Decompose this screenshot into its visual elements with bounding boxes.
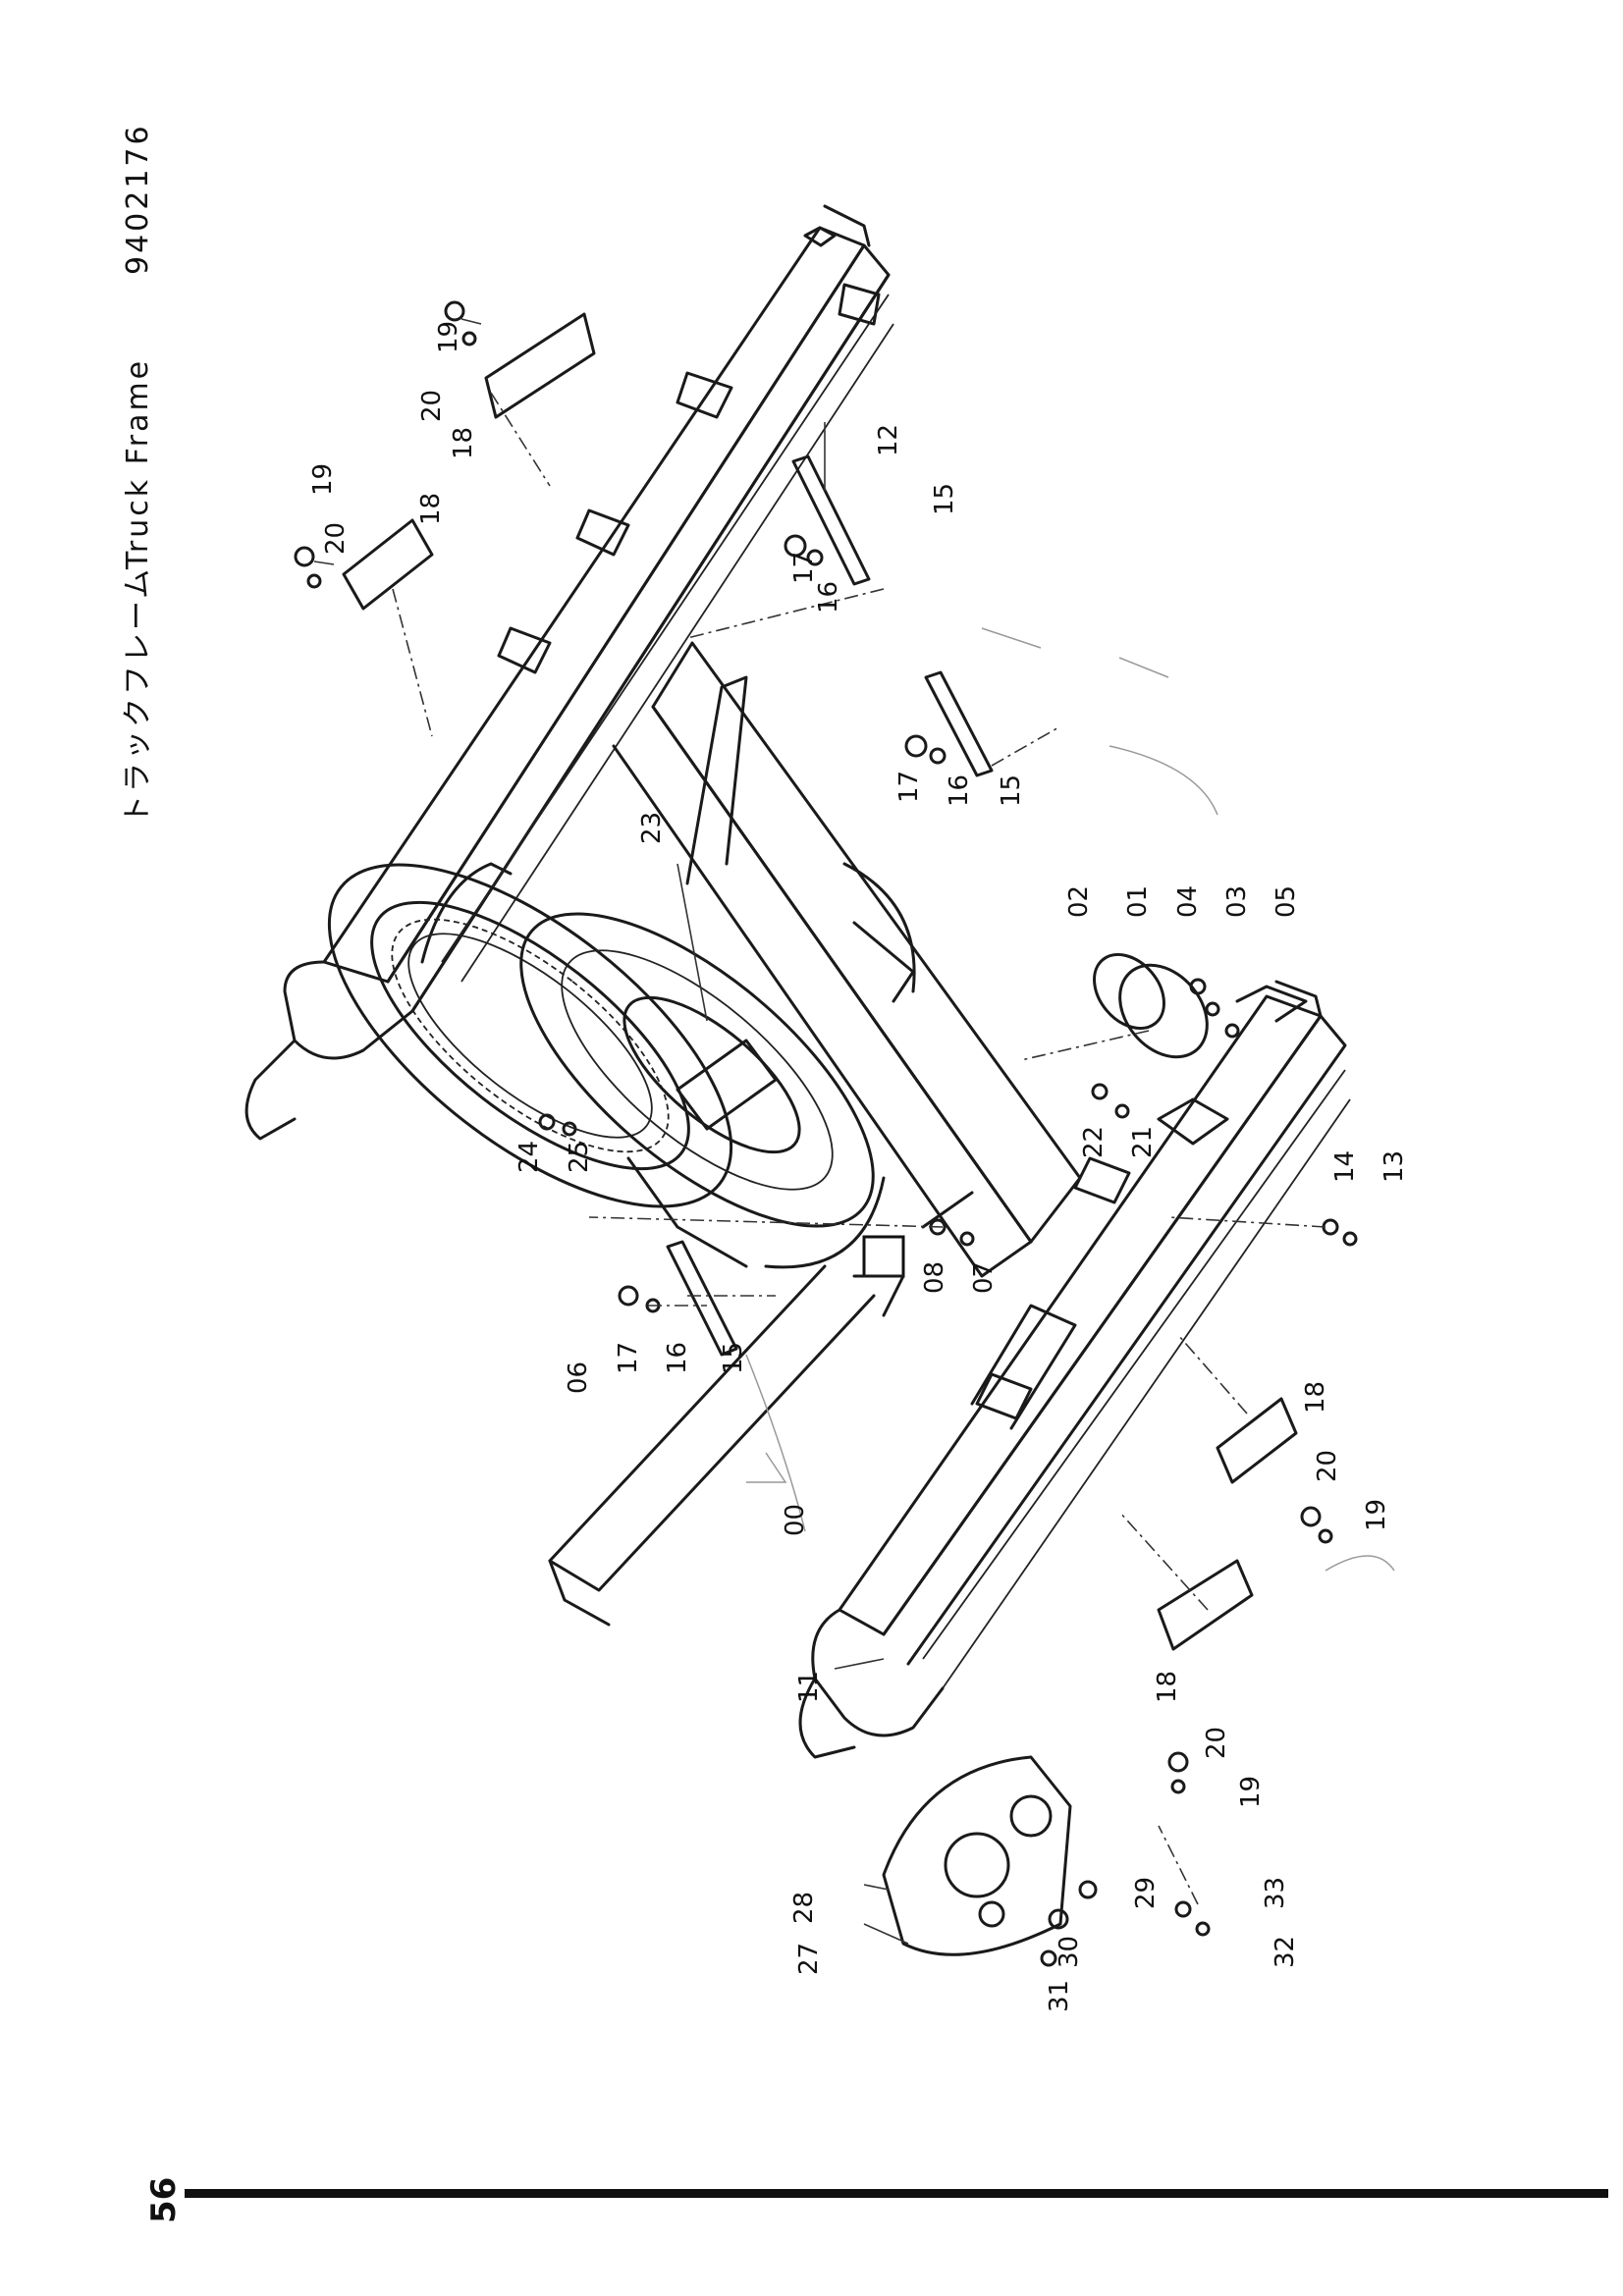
turntable-drum: [519, 862, 916, 1317]
callout-08: 08: [920, 1261, 949, 1294]
callout-16: 16: [945, 774, 974, 807]
callout-19: 19: [434, 321, 463, 353]
callout-20: 20: [417, 390, 447, 422]
callout-18: 18: [449, 427, 478, 459]
callout-16: 16: [663, 1342, 692, 1374]
callout-20: 20: [321, 522, 351, 555]
callout-31: 31: [1045, 1980, 1074, 2012]
callout-02: 02: [1064, 885, 1094, 918]
callout-12: 12: [874, 424, 903, 456]
callout-00: 00: [781, 1504, 810, 1536]
header: トラックフレーム Truck Frame 9402176: [121, 123, 155, 825]
callout-19: 19: [1236, 1776, 1266, 1808]
callout-24: 24: [514, 1141, 544, 1173]
part-code: 9402176: [121, 123, 155, 275]
callout-17: 17: [894, 771, 924, 803]
callout-14: 14: [1330, 1150, 1360, 1183]
title-english: Truck Frame: [121, 358, 155, 570]
callout-21: 21: [1128, 1126, 1158, 1158]
callout-06: 06: [564, 1362, 593, 1394]
callout-29: 29: [1131, 1877, 1161, 1909]
fasteners: [294, 300, 1358, 1967]
callout-17: 17: [789, 552, 819, 584]
callout-11: 11: [794, 1671, 824, 1703]
cover-plates: [342, 312, 1298, 1651]
leader-lines: [313, 318, 1326, 1945]
callout-22: 22: [1079, 1126, 1109, 1158]
callout-19: 19: [1362, 1499, 1391, 1531]
callout-16: 16: [814, 581, 843, 614]
shim-plates: [666, 454, 994, 1357]
pencil-annotations: [745, 627, 1395, 1572]
callout-15: 15: [997, 774, 1026, 807]
callout-28: 28: [789, 1892, 819, 1924]
page-number: 56: [144, 2177, 184, 2223]
title-japanese: トラックフレーム: [121, 566, 155, 825]
callout-20: 20: [1313, 1450, 1342, 1482]
callout-04: 04: [1173, 885, 1203, 918]
lower-track-frame: [798, 980, 1351, 1759]
callout-17: 17: [614, 1342, 643, 1374]
callout-19: 19: [308, 463, 338, 496]
callout-18: 18: [1301, 1381, 1330, 1414]
callout-23: 23: [637, 812, 667, 844]
page-footer: 56: [144, 2177, 1608, 2223]
swing-bearing: [327, 863, 733, 1208]
callout-32: 32: [1271, 1936, 1300, 1968]
callout-07: 07: [969, 1261, 999, 1294]
callout-30: 30: [1055, 1936, 1084, 1968]
callout-33: 33: [1261, 1877, 1290, 1909]
upper-track-frame: [244, 204, 894, 1141]
callout-25: 25: [565, 1141, 594, 1173]
callout-03: 03: [1222, 885, 1252, 918]
drive-cover: [882, 1755, 1072, 1956]
callout-20: 20: [1202, 1727, 1231, 1759]
callout-18: 18: [1153, 1671, 1182, 1703]
callout-15: 15: [719, 1342, 748, 1374]
callout-18: 18: [416, 493, 446, 525]
bottom-rule: [185, 2189, 1608, 2198]
part-callouts: 19 20 18 19 20 18 12 15 17 16 23 17 16 1…: [308, 321, 1409, 2012]
callout-01: 01: [1123, 885, 1153, 918]
callout-05: 05: [1271, 885, 1301, 918]
callout-13: 13: [1380, 1150, 1409, 1183]
callout-27: 27: [794, 1943, 824, 1975]
callout-15: 15: [930, 483, 959, 515]
access-cover: [1093, 952, 1209, 1059]
